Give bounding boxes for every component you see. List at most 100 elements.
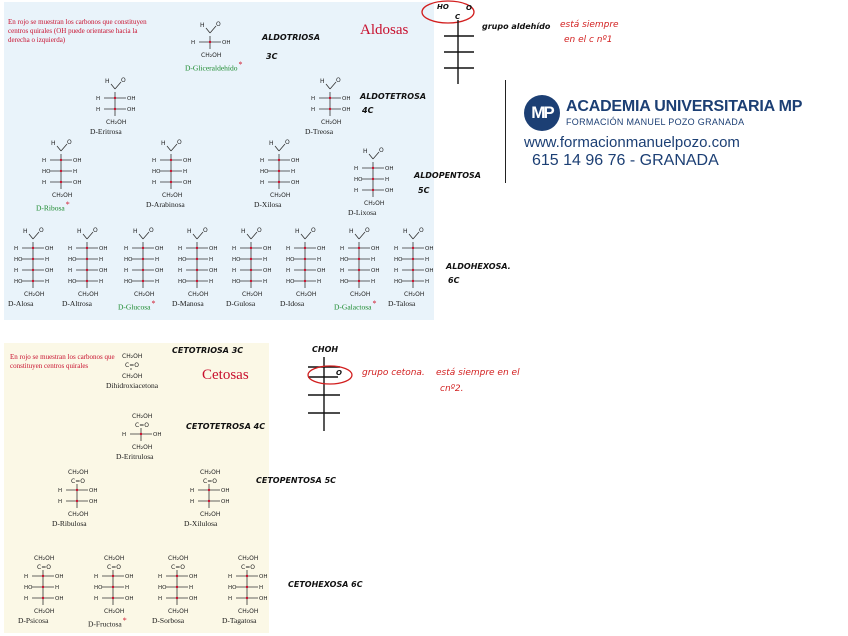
svg-text:HO: HO [42, 169, 51, 175]
svg-text:OH: OH [89, 488, 97, 494]
svg-text:H: H [259, 585, 263, 591]
label-cetopentosa: CETOPENTOSA 5C [256, 476, 337, 485]
svg-text:O: O [379, 147, 384, 154]
svg-text:H: H [58, 499, 62, 505]
svg-text:OH: OH [259, 596, 267, 602]
svg-text:C=O: C=O [125, 362, 139, 369]
svg-text:CH₂OH: CH₂OH [350, 291, 370, 298]
aldoses-title: Aldosas [360, 22, 409, 38]
label-grupo-cetona: grupo cetona. [362, 368, 425, 378]
aldoses-panel: En rojo se muestran los carbonos que con… [4, 2, 434, 320]
svg-text:HO: HO [14, 257, 23, 263]
label-aldotriosa: ALDOTRIOSA [262, 33, 321, 42]
svg-text:H: H [99, 279, 103, 285]
svg-text:H: H [260, 180, 264, 186]
ketose-name: D-Tagatosa [222, 616, 257, 625]
svg-text:HO: HO [232, 279, 241, 285]
svg-text:H: H [24, 574, 28, 580]
svg-text:O: O [39, 227, 44, 234]
ketose-name: D-Fructosa* [88, 616, 127, 629]
svg-text:CH₂OH: CH₂OH [200, 469, 220, 476]
aldehyde-o-label: O [466, 4, 472, 12]
svg-text:H: H [286, 268, 290, 274]
ketose-name: D-Xilulosa [184, 519, 218, 528]
svg-text:H: H [161, 140, 166, 147]
label-aldopentosa: ALDOPENTOSA [414, 171, 481, 180]
svg-text:H: H [228, 596, 232, 602]
svg-text:O: O [177, 139, 182, 146]
svg-text:OH: OH [385, 188, 393, 194]
svg-text:H: H [45, 257, 49, 263]
svg-text:H: H [124, 268, 128, 274]
logo-website[interactable]: www.formacionmanuelpozo.com [524, 134, 740, 151]
svg-text:H: H [320, 78, 325, 85]
academy-logo: MP ACADEMIA UNIVERSITARIA MP FORMACIÓN M… [518, 92, 802, 178]
svg-text:O: O [121, 77, 126, 84]
aldose-name: D-Arabinosa [146, 200, 185, 209]
svg-text:H: H [183, 169, 187, 175]
svg-text:OH: OH [73, 180, 81, 186]
ketoses-title: Cetosas [202, 367, 249, 383]
svg-text:H: H [96, 107, 100, 113]
svg-text:H: H [317, 279, 321, 285]
svg-text:H: H [68, 268, 72, 274]
svg-text:H: H [394, 246, 398, 252]
svg-text:H: H [190, 499, 194, 505]
svg-text:HO: HO [340, 279, 349, 285]
svg-text:H: H [122, 432, 126, 438]
svg-text:H: H [45, 279, 49, 285]
svg-text:CH₂OH: CH₂OH [242, 291, 262, 298]
svg-text:O: O [149, 227, 154, 234]
svg-text:OH: OH [125, 596, 133, 602]
svg-text:CH₂OH: CH₂OH [162, 192, 182, 199]
aldose-name: D-Talosa [388, 299, 416, 308]
ketose-name: D-Sorbosa [152, 616, 185, 625]
svg-text:CH₂OH: CH₂OH [24, 291, 44, 298]
svg-text:H: H [14, 246, 18, 252]
svg-text:OH: OH [222, 40, 230, 46]
svg-text:H: H [158, 596, 162, 602]
svg-text:H: H [155, 257, 159, 263]
svg-text:H: H [354, 188, 358, 194]
aldehyde-note-1: está siempre [560, 20, 619, 30]
svg-text:H: H [77, 228, 82, 235]
svg-text:CH₂OH: CH₂OH [122, 373, 142, 380]
label-aldotetrosa: ALDOTETROSA [360, 92, 427, 101]
svg-text:H: H [125, 585, 129, 591]
svg-text:OH: OH [317, 268, 325, 274]
label-aldotetrosa-carbons: 4C [362, 106, 374, 115]
svg-text:OH: OH [155, 268, 163, 274]
aldehyde-ho-label: HO [437, 3, 449, 11]
aldose-name: D-Manosa [172, 299, 204, 308]
svg-text:H: H [24, 596, 28, 602]
svg-text:H: H [354, 166, 358, 172]
aldose-name: D-Altrosa [62, 299, 92, 308]
svg-text:H: H [363, 148, 368, 155]
svg-text:OH: OH [127, 107, 135, 113]
svg-text:O: O [67, 139, 72, 146]
svg-text:H: H [295, 228, 300, 235]
aldose-name: D-Eritrosa [90, 127, 122, 136]
svg-text:H: H [317, 257, 321, 263]
label-cetotriosa: CETOTRIOSA 3C [172, 346, 244, 355]
aldehyde-sketch [421, 0, 475, 84]
svg-text:O: O [336, 77, 341, 84]
svg-text:H: H [158, 574, 162, 580]
svg-text:H: H [209, 279, 213, 285]
svg-text:H: H [190, 488, 194, 494]
svg-text:HO: HO [178, 257, 187, 263]
